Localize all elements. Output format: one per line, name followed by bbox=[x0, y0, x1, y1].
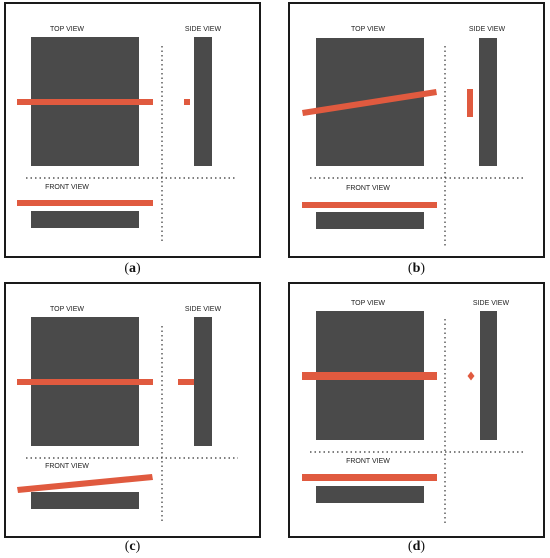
side-view-bar-end bbox=[467, 371, 475, 381]
diagram-panel-a: TOP VIEW SIDE VIEW FRONT VIEW bbox=[4, 2, 261, 258]
top-view-bar bbox=[17, 379, 153, 385]
top-view-label: TOP VIEW bbox=[351, 26, 385, 33]
front-view-label: FRONT VIEW bbox=[346, 458, 390, 465]
caption-d: (d) bbox=[407, 539, 426, 554]
front-view-bar bbox=[17, 200, 153, 206]
panel-a-drawing: TOP VIEW SIDE VIEW FRONT VIEW bbox=[17, 26, 236, 244]
caption-d-letter: d bbox=[412, 539, 421, 554]
caption-a-letter: a bbox=[129, 261, 136, 276]
front-view-label: FRONT VIEW bbox=[45, 463, 89, 470]
side-view-block bbox=[479, 38, 497, 166]
side-view-bar bbox=[467, 89, 473, 117]
diagram-panel-b: TOP VIEW SIDE VIEW FRONT VIEW bbox=[288, 2, 545, 258]
side-view-label: SIDE VIEW bbox=[473, 300, 510, 307]
front-view-bar bbox=[302, 202, 437, 208]
panel-b-drawing: TOP VIEW SIDE VIEW FRONT VIEW bbox=[302, 26, 526, 246]
caption-b-letter: b bbox=[412, 261, 421, 276]
panel-c-drawing: TOP VIEW SIDE VIEW FRONT VIEW bbox=[17, 306, 238, 524]
top-view-bar-angled bbox=[302, 89, 437, 116]
front-view-block bbox=[31, 211, 139, 228]
front-view-bar bbox=[302, 474, 437, 481]
side-view-bar-end bbox=[184, 99, 190, 105]
side-view-block bbox=[480, 311, 497, 440]
side-view-label: SIDE VIEW bbox=[185, 26, 222, 33]
top-view-bar bbox=[302, 372, 437, 380]
diagram-panel-c: TOP VIEW SIDE VIEW FRONT VIEW bbox=[4, 282, 261, 538]
caption-a: (a) bbox=[124, 261, 141, 276]
side-view-label: SIDE VIEW bbox=[185, 306, 222, 313]
front-view-bar-angled bbox=[17, 474, 153, 493]
diagram-panel-d: TOP VIEW SIDE VIEW FRONT VIEW bbox=[288, 282, 545, 538]
front-view-block bbox=[31, 492, 139, 509]
side-view-block bbox=[194, 37, 212, 166]
front-view-block bbox=[316, 212, 424, 229]
caption-c-letter: c bbox=[129, 539, 136, 554]
top-view-label: TOP VIEW bbox=[351, 300, 385, 307]
front-view-block bbox=[316, 486, 424, 503]
caption-c: (c) bbox=[124, 539, 141, 554]
side-view-bar bbox=[178, 379, 194, 385]
caption-b: (b) bbox=[407, 261, 426, 276]
front-view-label: FRONT VIEW bbox=[45, 184, 89, 191]
front-view-label: FRONT VIEW bbox=[346, 185, 390, 192]
side-view-label: SIDE VIEW bbox=[469, 26, 506, 33]
panel-d-drawing: TOP VIEW SIDE VIEW FRONT VIEW bbox=[302, 300, 526, 524]
side-view-block bbox=[194, 317, 212, 446]
top-view-bar bbox=[17, 99, 153, 105]
top-view-label: TOP VIEW bbox=[50, 306, 84, 313]
top-view-label: TOP VIEW bbox=[50, 26, 84, 33]
